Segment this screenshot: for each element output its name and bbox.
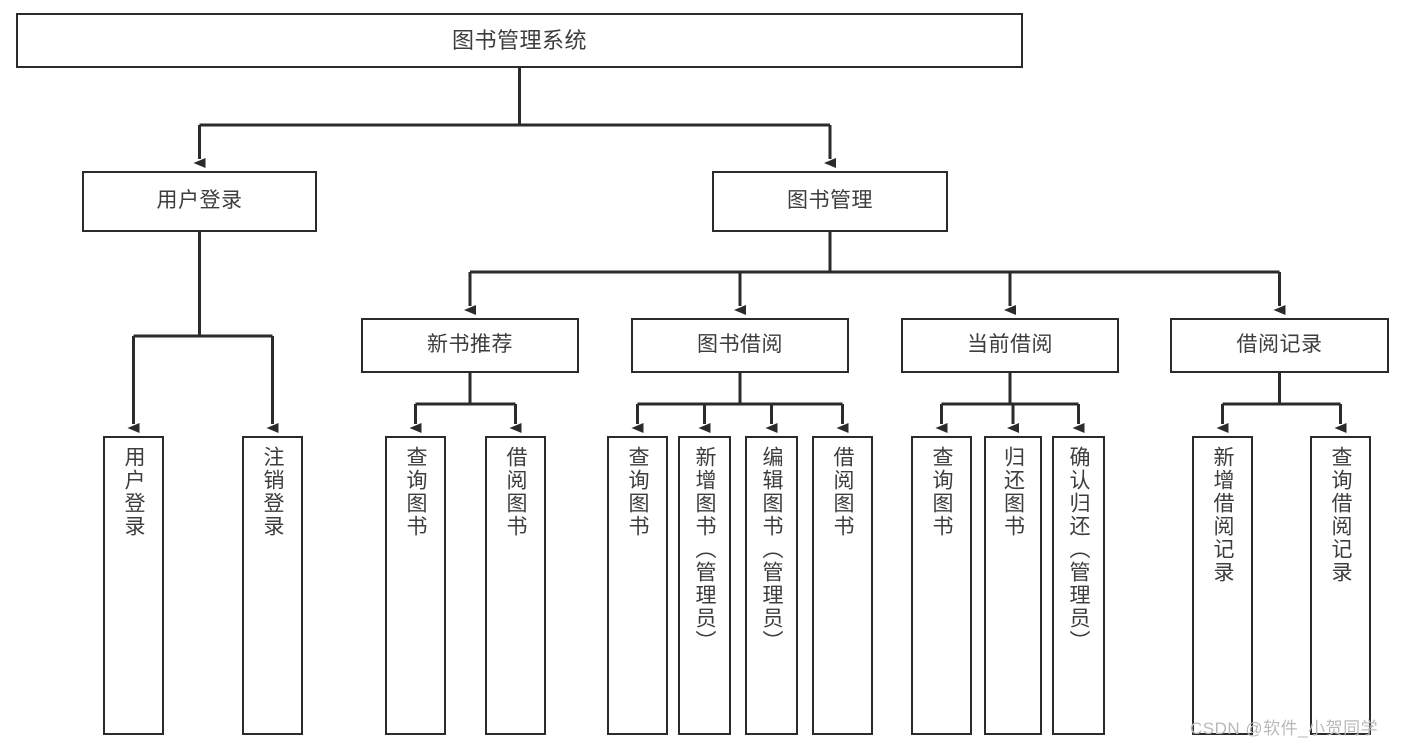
node-label: 借阅图书 (504, 446, 527, 538)
node-label: 图书管理系统 (451, 27, 587, 53)
node-label: 注销登录 (261, 446, 284, 538)
node-l9[interactable]: 查询图书 (911, 436, 972, 735)
node-l12[interactable]: 新增借阅记录 (1192, 436, 1253, 735)
node-label: 查询借阅记录 (1329, 446, 1352, 584)
node-label: 当前借阅 (967, 333, 1053, 357)
node-l3[interactable]: 查询图书 (385, 436, 446, 735)
node-label: 用户登录 (122, 446, 145, 538)
node-newbook[interactable]: 新书推荐 (361, 318, 579, 373)
node-label: 图书借阅 (697, 333, 783, 357)
node-l8[interactable]: 借阅图书 (812, 436, 873, 735)
node-l7[interactable]: 编辑图书（管理员） (745, 436, 798, 735)
node-records[interactable]: 借阅记录 (1170, 318, 1389, 373)
node-label: 借阅记录 (1236, 333, 1323, 357)
node-label: 新增图书（管理员） (693, 446, 716, 653)
node-label: 确认归还（管理员） (1067, 446, 1090, 653)
node-label: 图书管理 (787, 189, 873, 213)
node-l1[interactable]: 用户登录 (103, 436, 164, 735)
node-label: 查询图书 (930, 446, 953, 538)
node-bookmgmt[interactable]: 图书管理 (712, 171, 948, 232)
node-l4[interactable]: 借阅图书 (485, 436, 546, 735)
node-label: 归还图书 (1001, 446, 1025, 538)
node-l2[interactable]: 注销登录 (242, 436, 303, 735)
node-l5[interactable]: 查询图书 (607, 436, 668, 735)
node-l10[interactable]: 归还图书 (984, 436, 1042, 735)
node-login[interactable]: 用户登录 (82, 171, 317, 232)
node-label: 查询图书 (626, 446, 649, 538)
node-borrow[interactable]: 图书借阅 (631, 318, 849, 373)
node-label: 用户登录 (156, 189, 243, 213)
node-l11[interactable]: 确认归还（管理员） (1052, 436, 1105, 735)
node-label: 编辑图书（管理员） (760, 446, 783, 653)
csdn-watermark: CSDN @软件_小贺同学 (1190, 719, 1379, 738)
node-label: 新书推荐 (427, 333, 513, 357)
node-label: 新增借阅记录 (1211, 446, 1234, 584)
node-l13[interactable]: 查询借阅记录 (1310, 436, 1371, 735)
node-label: 借阅图书 (831, 446, 854, 538)
node-current[interactable]: 当前借阅 (901, 318, 1119, 373)
node-root[interactable]: 图书管理系统 (16, 13, 1023, 68)
node-label: 查询图书 (404, 446, 427, 538)
node-l6[interactable]: 新增图书（管理员） (678, 436, 731, 735)
